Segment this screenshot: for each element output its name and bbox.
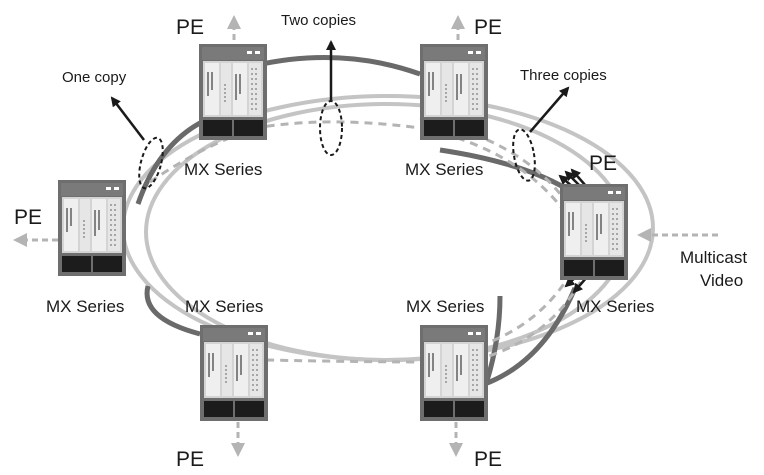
mx-label-left: MX Series: [46, 297, 124, 316]
three-copies-arrow: [529, 86, 570, 133]
router-top-right: [419, 43, 489, 141]
pe-label-bottom-right: PE: [474, 448, 502, 470]
mx-label-top-right: MX Series: [405, 160, 483, 179]
router-bottom-left: [199, 324, 269, 422]
mx-label-bottom-right: MX Series: [406, 297, 484, 316]
three-copies-marker: [512, 128, 536, 182]
router-right: [559, 183, 629, 281]
one-copy-label: One copy: [62, 69, 127, 86]
source-label-line2: Video: [700, 271, 743, 290]
pe-label-bottom-left: PE: [176, 448, 204, 470]
mx-label-right: MX Series: [576, 297, 654, 316]
router-bottom-right: [419, 324, 489, 422]
router-top-left: [198, 43, 268, 141]
two-copies-label: Two copies: [281, 12, 356, 29]
pe-label-top-left: PE: [176, 16, 204, 39]
three-copies-label: Three copies: [520, 67, 607, 84]
one-copy-marker: [138, 136, 164, 190]
pe-egress-arrows: [13, 15, 718, 457]
pe-label-right: PE: [589, 152, 617, 175]
two-copies-marker: [319, 100, 343, 156]
one-copy-arrow: [110, 96, 145, 141]
router-left: [57, 179, 127, 277]
pe-label-top-right: PE: [474, 16, 502, 39]
mx-label-bottom-left: MX Series: [185, 297, 263, 316]
pe-label-left: PE: [14, 206, 42, 229]
mx-label-top-left: MX Series: [184, 160, 262, 179]
source-label-line1: Multicast: [680, 248, 747, 267]
